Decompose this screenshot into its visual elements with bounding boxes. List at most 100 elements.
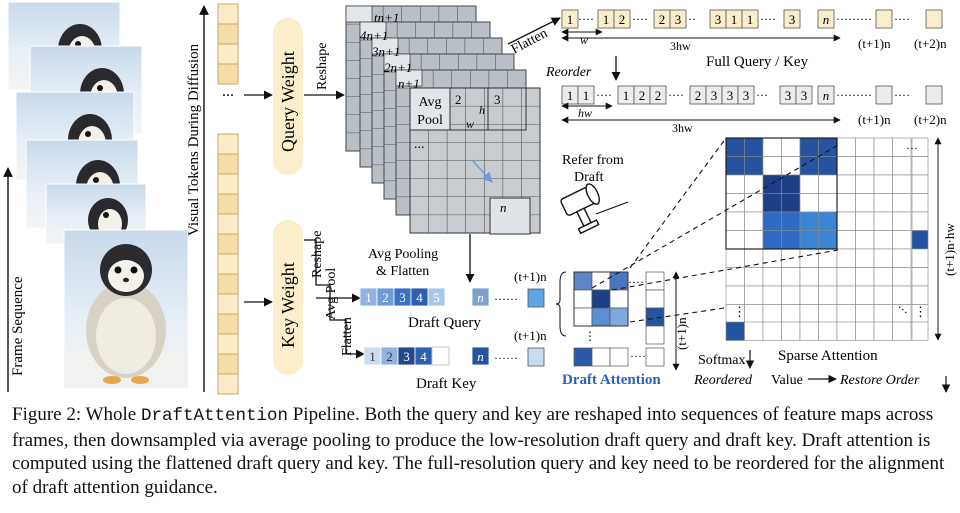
draft-attn-side-cell bbox=[645, 289, 665, 309]
draft-attn-cell bbox=[591, 271, 611, 291]
zoom-line bbox=[611, 249, 839, 291]
svg-text:n: n bbox=[477, 290, 484, 305]
svg-text:2: 2 bbox=[382, 290, 389, 305]
svg-text:·········: ········· bbox=[836, 12, 872, 26]
token-cell bbox=[217, 233, 239, 255]
sparse-attn-cell bbox=[892, 248, 912, 268]
token-cell bbox=[217, 253, 239, 275]
avg-pool-box-line1: Avg bbox=[418, 95, 441, 110]
sparse-attn-bottom-cell bbox=[762, 321, 782, 341]
avg-pooling-line1: Avg Pooling bbox=[368, 247, 438, 262]
row-cell: 3 bbox=[737, 85, 755, 105]
grid-n: n bbox=[500, 200, 507, 215]
sparse-attn-cell bbox=[873, 267, 893, 287]
svg-text:····: ···· bbox=[760, 12, 776, 26]
svg-text:⋮: ⋮ bbox=[914, 304, 927, 319]
sparse-attn-bottom-cell bbox=[744, 321, 764, 341]
dim-hw: hw bbox=[578, 106, 592, 120]
row-cell: 1 bbox=[617, 85, 635, 105]
sparse-attn-cell bbox=[799, 248, 819, 268]
svg-text:····: ···· bbox=[632, 12, 648, 26]
draft-attn-side-cell bbox=[645, 271, 665, 291]
sparse-attn-cell bbox=[781, 193, 801, 213]
grid-diagonal-arrow bbox=[471, 159, 493, 183]
dim-3hw-2: 3hw bbox=[672, 121, 693, 135]
sparse-attn-cell bbox=[873, 193, 893, 213]
svg-text:1: 1 bbox=[731, 12, 738, 27]
zoom-line bbox=[591, 143, 841, 289]
svg-text:3: 3 bbox=[399, 290, 406, 305]
svg-text:···: ··· bbox=[756, 88, 768, 102]
token-cell bbox=[217, 313, 239, 335]
dim-w: w bbox=[580, 33, 588, 47]
flashlight-icon bbox=[560, 183, 600, 235]
sparse-attn-cell bbox=[725, 230, 745, 250]
caption-prefix: Figure 2: Whole bbox=[12, 404, 141, 425]
svg-text:⋮: ⋮ bbox=[584, 329, 596, 343]
sparse-attn-cell bbox=[781, 211, 801, 231]
sparse-attn-cell bbox=[818, 193, 838, 213]
draft-query-cell: 3 bbox=[393, 287, 412, 307]
sparse-attn-cell bbox=[855, 211, 875, 231]
sparse-attn-cell bbox=[762, 248, 782, 268]
sparse-dim-label: (t+1)n·hw bbox=[942, 223, 957, 276]
reorder-label: Reorder bbox=[545, 65, 592, 80]
svg-text:1: 1 bbox=[747, 12, 754, 27]
sparse-attn-cell bbox=[744, 193, 764, 213]
svg-text:3: 3 bbox=[403, 349, 410, 364]
value-label: Value bbox=[771, 373, 803, 388]
query-weight-block: Query Weight bbox=[273, 18, 303, 175]
sparse-attn-cell bbox=[892, 211, 912, 231]
sparse-attn-cell bbox=[855, 156, 875, 176]
key-weight-block: Key Weight bbox=[273, 220, 303, 375]
stack-label-tn1: tn+1 bbox=[374, 10, 399, 25]
token-cell bbox=[217, 3, 239, 25]
token-cell bbox=[217, 173, 239, 195]
draft-attn-cell bbox=[573, 307, 593, 327]
sparse-attn-bottom-cell bbox=[818, 321, 838, 341]
row-cell: 3 bbox=[705, 85, 723, 105]
draft-attn-brace bbox=[555, 271, 567, 337]
stack-label-3n1: 3n+1 bbox=[371, 44, 400, 59]
grid-w: w bbox=[466, 117, 474, 131]
row-tail-cell bbox=[875, 85, 893, 105]
svg-text:3: 3 bbox=[801, 88, 808, 103]
draft-attn-row-cell bbox=[591, 347, 611, 367]
draft-key-cell-n: n bbox=[471, 346, 490, 366]
full-t2n: (t+2)n bbox=[914, 36, 947, 51]
token-cell bbox=[217, 373, 239, 395]
sparse-attn-cell bbox=[781, 267, 801, 287]
row-cell: 2 bbox=[689, 85, 707, 105]
figure-caption: Figure 2: Whole DraftAttention Pipeline.… bbox=[12, 403, 952, 499]
svg-text:3: 3 bbox=[789, 12, 796, 27]
svg-text:3: 3 bbox=[727, 88, 734, 103]
svg-text:1: 1 bbox=[369, 349, 376, 364]
draft-query-cell: 4 bbox=[410, 287, 429, 307]
token-column bbox=[217, 3, 239, 395]
sparse-attn-cell bbox=[892, 267, 912, 287]
full-query-dims: w 3hw (t+1)n (t+2)n Full Query / Key bbox=[561, 28, 947, 70]
row-cell: 1 bbox=[741, 9, 759, 29]
sparse-attn-side-cell bbox=[911, 267, 929, 287]
dq-dots: ······ bbox=[494, 292, 518, 306]
sparse-attn-side-cell bbox=[911, 193, 929, 213]
sparse-attn-cell bbox=[873, 211, 893, 231]
svg-text:4: 4 bbox=[420, 349, 427, 364]
svg-text:2: 2 bbox=[639, 88, 646, 103]
avg-pool-key-label: Avg Pool bbox=[324, 268, 339, 320]
reshape-key-label: Reshape bbox=[310, 231, 325, 278]
svg-text:1: 1 bbox=[623, 88, 630, 103]
softmax-label: Softmax bbox=[698, 353, 745, 368]
sparse-attn-cell bbox=[781, 230, 801, 250]
row-cell: 1 bbox=[577, 85, 595, 105]
dq-tail-cell bbox=[527, 288, 545, 308]
caption-mono: DraftAttention bbox=[140, 406, 288, 426]
row-cell: 2 bbox=[633, 85, 651, 105]
sparse-attn-cell bbox=[818, 285, 838, 305]
svg-text:2: 2 bbox=[386, 349, 393, 364]
sparse-attn-side-cell bbox=[911, 230, 929, 250]
front-feature-map: Avg Pool 2 3 h w ... n bbox=[409, 87, 541, 235]
token-cell bbox=[217, 153, 239, 175]
sparse-attn-cell bbox=[781, 285, 801, 305]
svg-text:3: 3 bbox=[785, 88, 792, 103]
